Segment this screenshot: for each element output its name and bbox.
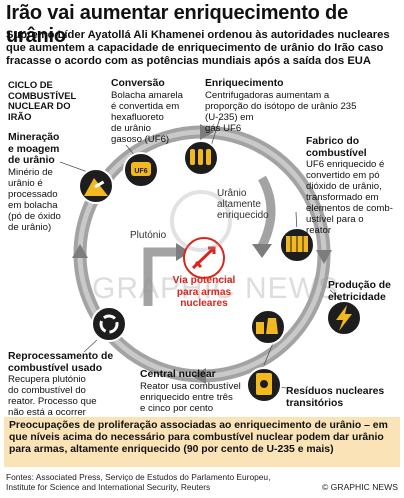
proliferation-banner: Preocupações de proliferação associadas … [4,417,400,467]
stage-heading: Reprocessamento de [8,351,114,362]
stage-heading: Mineração [8,132,60,143]
stage-reprocessamento: Reprocessamento de combustível usado Rec… [8,351,138,418]
stage-heading: de urânio [8,155,55,166]
stage-central: Central nuclear Reator usa combustível e… [140,369,260,414]
stage-heading: Produção de [328,280,391,291]
label-plutonio: Plutónio [130,230,167,241]
stage-producao: Produção de eletricidade [328,280,402,303]
stage-residuos: Resíduos nucleares transitórios [286,386,402,409]
page-subtitle: Supremo Líder Ayatollá Ali Khamenei orde… [6,29,390,67]
watermark-logo [170,190,232,252]
recycling-icon [91,306,127,342]
ring-arrow-top [200,124,214,140]
power-plant-icon [250,309,286,345]
inner-flow-uranium [257,175,276,249]
credit: © GRAPHIC NEWS [321,482,398,492]
page-title: Irão vai aumentar enriquecimento de urân… [6,2,348,47]
ring-arrow-bottom [192,368,206,384]
inner-flow-plutonium [143,247,178,306]
stage-heading: combustível [306,147,367,159]
stage-heading: Enriquecimento [205,78,284,89]
stage-heading: e moagem [8,143,60,155]
uf6-label: UF6 [134,168,147,175]
fuel-assembly-icon [279,227,315,263]
ring-arrow-right [316,250,332,264]
stage-fabrico: Fabrico do combustível UF6 enriquecido é… [306,136,400,236]
stage-mineracao: Mineração e moagem de urânio Minério de … [8,132,80,233]
mining-icon [78,168,114,204]
ring-arrow-left [72,244,88,258]
uf6-conversion-icon: UF6 [123,152,159,188]
label-uranio-enriquecido: Urânio altamente enriquecido [217,188,269,221]
watermark-text: GRAPHIC NEWS [92,272,340,305]
radioactive-waste-icon [246,367,282,403]
centrifuge-icon [183,140,219,176]
stage-heading: Conversão [111,78,165,89]
electricity-icon [326,300,362,336]
stage-heading: eletricidade [328,291,386,303]
stage-heading: combustível usado [8,362,103,374]
label-via-armas: Via potencial para armas nucleares [172,275,236,309]
stage-heading: transitórios [286,397,344,409]
sources: Fontes: Associated Press, Serviço de Est… [6,472,271,492]
stage-conversao: Conversão Bolacha amarela é convertida e… [111,78,203,145]
stage-heading: Central nuclear [140,369,216,380]
cycle-label: CICLO DE COMBUSTÍVEL NUCLEAR DO IRÃO [8,79,77,122]
stage-heading: Resíduos nucleares [286,386,385,397]
stage-heading: Fabrico do [306,136,360,147]
stage-enriquecimento: Enriquecimento Centrifugadoras aumentam … [205,78,395,134]
